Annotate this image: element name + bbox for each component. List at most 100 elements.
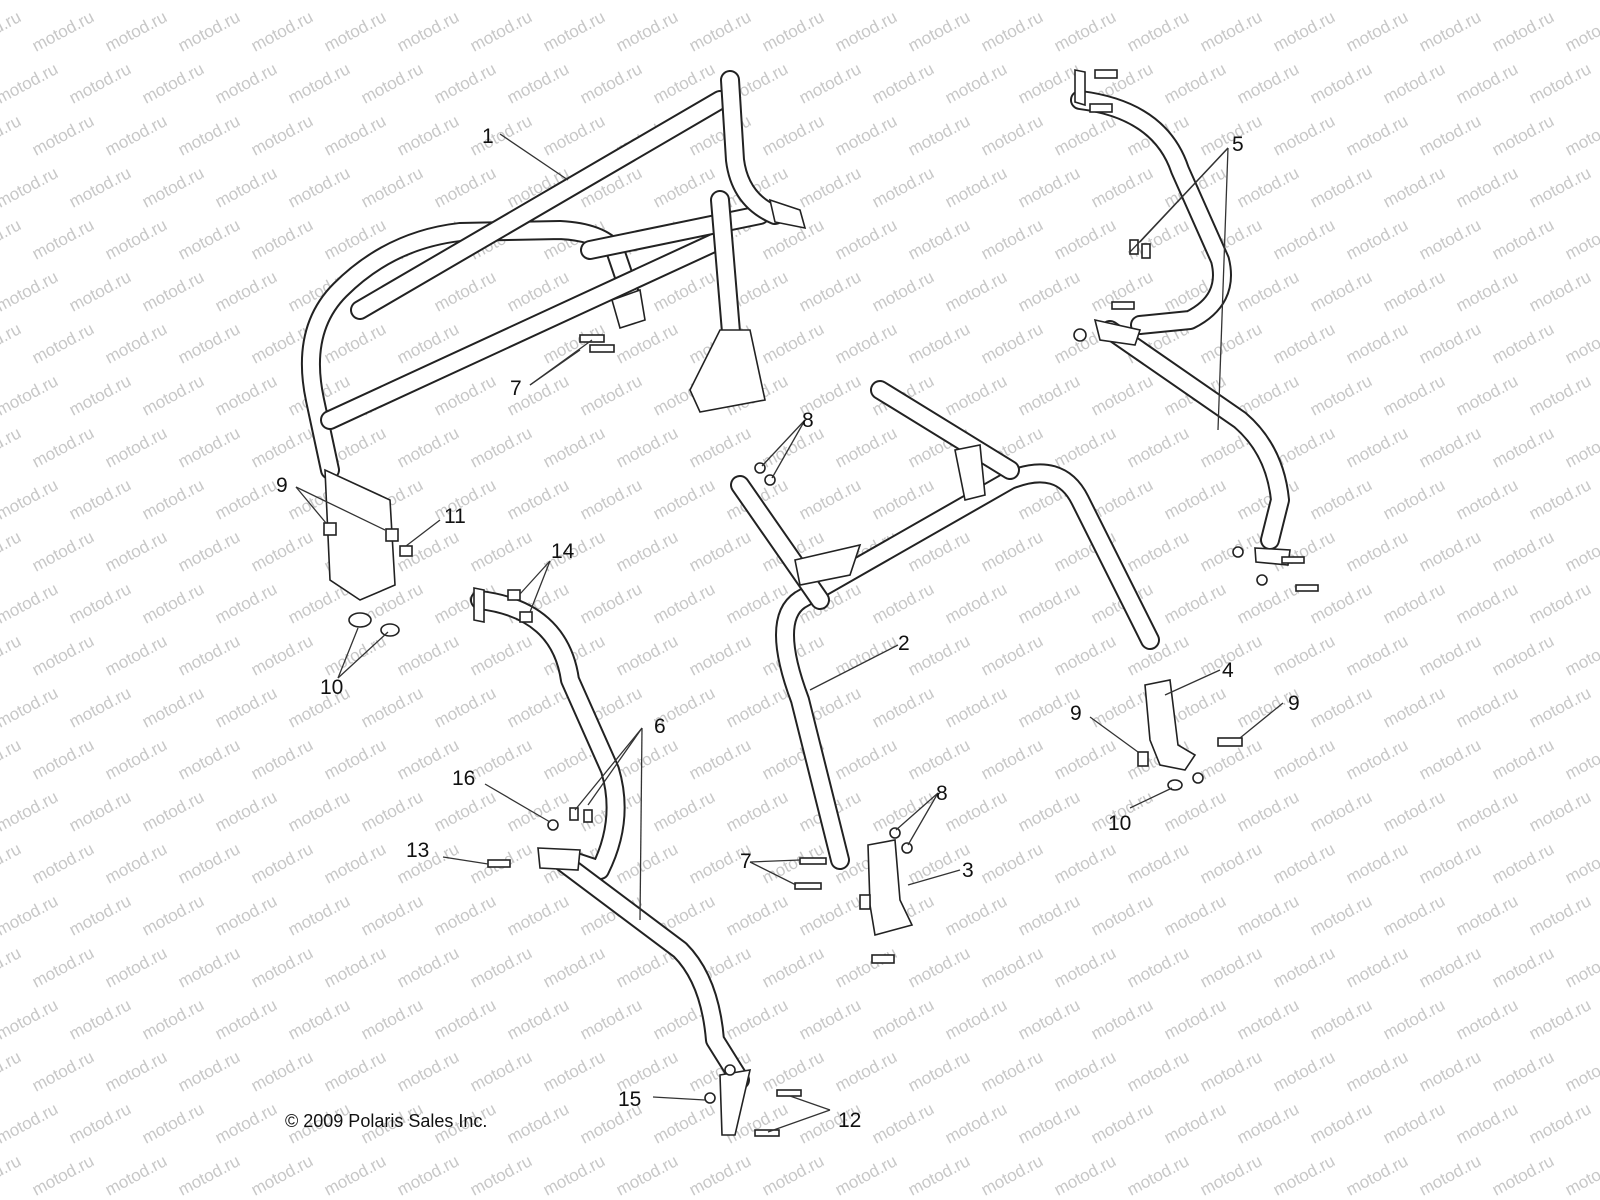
watermark-text: motod.ru [0, 839, 24, 887]
watermark-text: motod.ru [1380, 579, 1448, 627]
part-3-bracket[interactable] [867, 839, 914, 937]
watermark-text: motod.ru [613, 527, 681, 575]
watermark-text: motod.ru [102, 943, 170, 991]
watermark-text: motod.ru [29, 1047, 97, 1095]
watermark-text: motod.ru [1088, 995, 1156, 1043]
watermark-text: motod.ru [1343, 839, 1411, 887]
watermark-text: motod.ru [66, 891, 134, 939]
watermark-text: motod.ru [1489, 215, 1557, 263]
callout-14: 14 [551, 540, 575, 563]
watermark-text: motod.ru [1526, 891, 1594, 939]
watermark-text: motod.ru [0, 371, 61, 419]
watermark-text: motod.ru [650, 787, 718, 835]
watermark-text: motod.ru [29, 943, 97, 991]
watermark-text: motod.ru [29, 319, 97, 367]
part-4-bracket[interactable] [1144, 679, 1197, 771]
watermark-text: motod.ru [1270, 631, 1338, 679]
watermark-text: motod.ru [1526, 995, 1594, 1043]
watermark-text: motod.ru [358, 995, 426, 1043]
part-2-cage-rear[interactable] [730, 380, 1160, 870]
watermark-text: motod.ru [1416, 1047, 1484, 1095]
watermark-text: motod.ru [759, 943, 827, 991]
callout-5: 5 [1232, 133, 1244, 156]
watermark-text: motod.ru [66, 0, 134, 4]
watermark-text: motod.ru [0, 267, 61, 315]
watermark-text: motod.ru [0, 891, 61, 939]
watermark-text: motod.ru [1562, 7, 1600, 55]
watermark-text: motod.ru [540, 111, 608, 159]
watermark-text: motod.ru [212, 683, 280, 731]
part-1-cage-front[interactable] [300, 70, 807, 601]
watermark-text: motod.ru [175, 1047, 243, 1095]
watermark-text: motod.ru [212, 891, 280, 939]
watermark-text: motod.ru [1124, 839, 1192, 887]
watermark-text: motod.ru [0, 163, 61, 211]
watermark-text: motod.ru [431, 267, 499, 315]
watermark-text: motod.ru [1343, 1151, 1411, 1199]
watermark-text: motod.ru [869, 163, 937, 211]
watermark-text: motod.ru [212, 787, 280, 835]
watermark-text: motod.ru [650, 163, 718, 211]
watermark-text: motod.ru [1015, 163, 1083, 211]
callout-9a: 9 [276, 474, 288, 497]
watermark-text: motod.ru [1015, 891, 1083, 939]
watermark-text: motod.ru [102, 215, 170, 263]
watermark-text: motod.ru [869, 1099, 937, 1147]
watermark-text: motod.ru [504, 683, 572, 731]
watermark-text: motod.ru [102, 319, 170, 367]
watermark-text: motod.ru [0, 995, 61, 1043]
watermark-text: motod.ru [285, 787, 353, 835]
watermark-text: motod.ru [1307, 475, 1375, 523]
watermark-text: motod.ru [1197, 319, 1265, 367]
watermark-text: motod.ru [358, 891, 426, 939]
watermark-text: motod.ru [1124, 527, 1192, 575]
watermark-text: motod.ru [212, 1099, 280, 1147]
watermark-text: motod.ru [1088, 371, 1156, 419]
watermark-text: motod.ru [1307, 683, 1375, 731]
watermark-text: motod.ru [1307, 787, 1375, 835]
watermark-text: motod.ru [0, 787, 61, 835]
watermark-text: motod.ru [0, 579, 61, 627]
watermark-text: motod.ru [613, 7, 681, 55]
watermark-text: motod.ru [723, 995, 791, 1043]
watermark-text: motod.ru [978, 7, 1046, 55]
watermark-text: motod.ru [467, 943, 535, 991]
watermark-text: motod.ru [0, 423, 24, 471]
watermark-text: motod.ru [1416, 423, 1484, 471]
watermark-text: motod.ru [1197, 839, 1265, 887]
watermark-text: motod.ru [66, 371, 134, 419]
watermark-text: motod.ru [1562, 423, 1600, 471]
watermark-text: motod.ru [1234, 579, 1302, 627]
watermark-text: motod.ru [66, 267, 134, 315]
watermark-text: motod.ru [1270, 7, 1338, 55]
watermark-text: motod.ru [504, 995, 572, 1043]
watermark-text: motod.ru [1526, 163, 1594, 211]
watermark-text: motod.ru [869, 995, 937, 1043]
watermark-text: motod.ru [1270, 943, 1338, 991]
watermark-text: motod.ru [504, 1099, 572, 1147]
watermark-text: motod.ru [1416, 319, 1484, 367]
watermark-text: motod.ru [1380, 371, 1448, 419]
watermark-text: motod.ru [942, 995, 1010, 1043]
watermark-text: motod.ru [1307, 891, 1375, 939]
watermark-text: motod.ru [1416, 839, 1484, 887]
watermark-text: motod.ru [905, 631, 973, 679]
watermark-text: motod.ru [285, 163, 353, 211]
watermark-text: motod.ru [321, 631, 389, 679]
watermark-text: motod.ru [212, 475, 280, 523]
watermark-text: motod.ru [431, 995, 499, 1043]
watermark-text: motod.ru [978, 631, 1046, 679]
part-5-side-bar-right[interactable] [1070, 69, 1291, 566]
watermark-text: motod.ru [1526, 579, 1594, 627]
watermark-text: motod.ru [942, 683, 1010, 731]
watermark-text: motod.ru [1416, 111, 1484, 159]
watermark-text: motod.ru [1526, 683, 1594, 731]
watermark-text: motod.ru [212, 995, 280, 1043]
watermark-text: motod.ru [358, 683, 426, 731]
watermark-text: motod.ru [66, 163, 134, 211]
callout-9c: 9 [1288, 692, 1300, 715]
watermark-text: motod.ru [1051, 1047, 1119, 1095]
watermark-text: motod.ru [978, 943, 1046, 991]
watermark-text: motod.ru [613, 735, 681, 783]
watermark-text: motod.ru [504, 787, 572, 835]
